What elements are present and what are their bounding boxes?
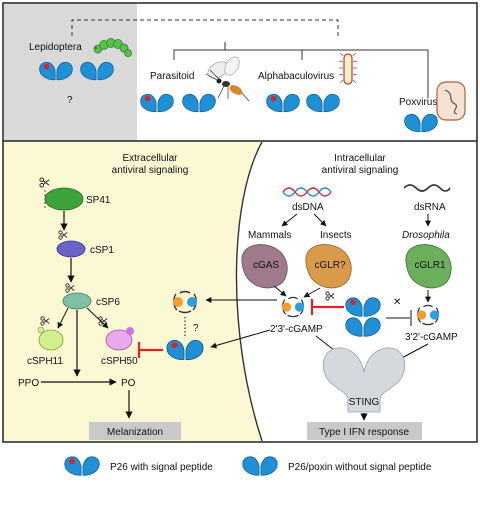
extracellular-panel	[4, 142, 262, 441]
melanization-box	[89, 422, 181, 440]
cglr1-label: cGLR1	[414, 260, 446, 271]
cglr-label: cGLR?	[314, 260, 346, 271]
extracellular-title-1: Extracellular	[122, 153, 178, 164]
caterpillar-icon	[93, 38, 132, 57]
extracellular-question: ?	[193, 323, 199, 334]
legend-without-signal: P26/poxin without signal peptide	[288, 462, 432, 473]
sp41-node	[44, 187, 84, 211]
dsrna-label: dsRNA	[414, 202, 446, 213]
mammals-label: Mammals	[248, 230, 291, 241]
legend-with-signal: P26 with signal peptide	[110, 462, 213, 473]
legend-p26-icon	[242, 456, 278, 476]
lepidoptera-label: Lepidoptera	[29, 42, 82, 53]
csph50-node	[105, 329, 133, 351]
arrow-cgamp23-p26	[210, 329, 271, 349]
poxvirus-label: Poxvirus	[399, 97, 437, 108]
dsdna-icon	[282, 187, 332, 197]
cross-mark: ✕	[393, 297, 401, 308]
alphabaculovirus-label: Alphabaculovirus	[258, 71, 334, 82]
dsrna-icon	[403, 184, 451, 192]
insects-label: Insects	[320, 230, 352, 241]
wasp-icon	[205, 56, 250, 102]
arrow-dsdna-insects	[313, 213, 327, 227]
cgamp23-label: 2'3'-cGAMP	[270, 324, 323, 335]
baculovirus-icon	[338, 52, 358, 85]
csp1-node	[56, 240, 86, 258]
csph11-label: cSPH11	[27, 356, 63, 367]
ppo-label: PPO	[18, 378, 39, 389]
sting-label: STING	[349, 397, 380, 408]
phylogeny-tree	[173, 42, 429, 98]
ifn-response-label: Type I IFN response	[319, 427, 409, 438]
phylogeny-dashed	[71, 19, 339, 36]
sting-node	[322, 347, 406, 413]
sp41-label: SP41	[86, 195, 111, 206]
csp1-label: cSP1	[90, 245, 114, 256]
cgamp32-label: 3'2'-cGAMP	[405, 332, 458, 343]
poxvirus-icon	[436, 81, 466, 121]
csph50-label: cSPH50	[101, 356, 138, 367]
legend-p26-signal-icon	[64, 456, 100, 476]
csp6-node	[62, 292, 92, 310]
cglr-node	[305, 244, 352, 289]
csph11-dot	[37, 326, 45, 334]
cell-membrane	[235, 141, 263, 442]
cgas-node	[241, 244, 288, 289]
csph50-dot	[126, 327, 134, 335]
arrow-csp6-csph50	[86, 307, 109, 329]
po-label: PO	[121, 378, 136, 389]
melanization-label: Melanization	[107, 427, 163, 438]
arrow-cglr-cgamp	[303, 287, 321, 298]
lepidoptera-question: ?	[67, 95, 73, 106]
ifn-response-box	[307, 422, 422, 440]
extracellular-title-2: antiviral signaling	[112, 165, 189, 176]
arrow-cgas-cgamp	[273, 285, 287, 297]
parasitoid-label: Parasitoid	[150, 71, 194, 82]
arrow-csp6-csph11	[57, 307, 69, 329]
cglr1-node	[405, 244, 452, 289]
dsdna-label: dsDNA	[292, 202, 324, 213]
cgas-label: cGAS	[253, 260, 279, 271]
arrow-dsdna-mammals	[281, 213, 298, 227]
csph11-node	[38, 329, 64, 351]
intracellular-title-1: Intracellular	[334, 153, 386, 164]
csp6-label: cSP6	[96, 297, 120, 308]
drosophila-label: Drosophila	[402, 230, 450, 241]
intracellular-title-2: antiviral signaling	[322, 165, 399, 176]
